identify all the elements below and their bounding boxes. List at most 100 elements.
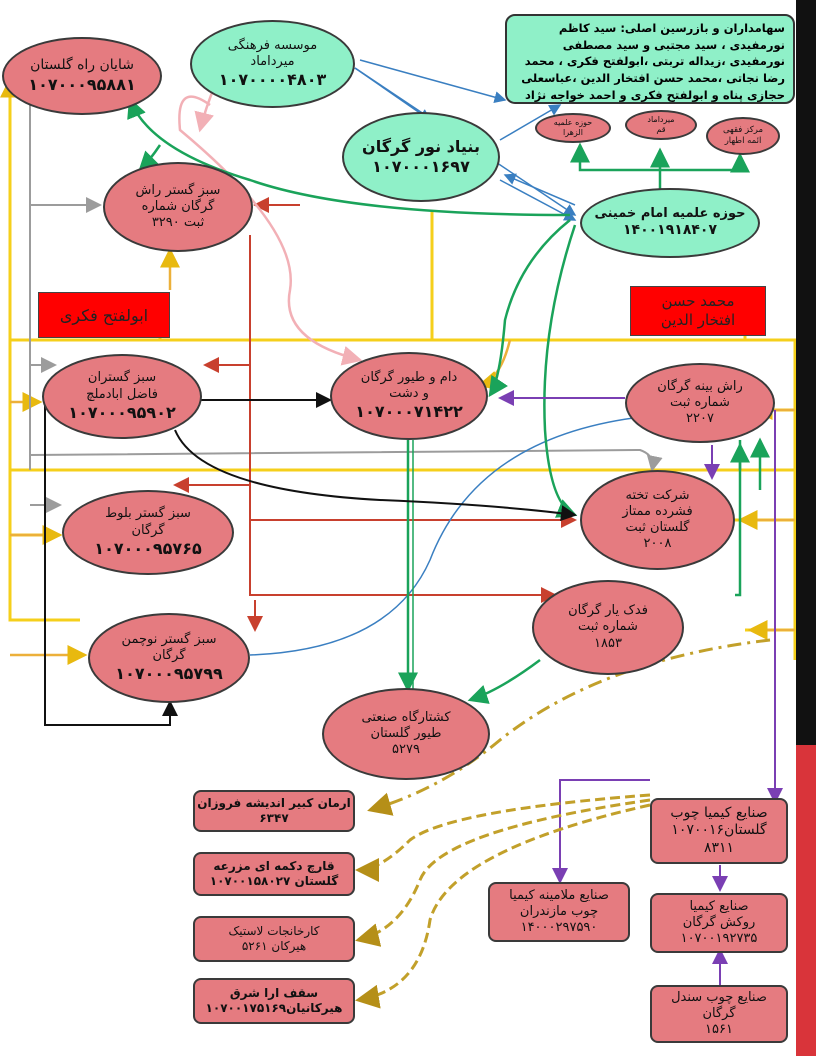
node-name: شایان راه گلستان: [30, 57, 134, 74]
node-name-line3: ۸۳۱۱: [703, 839, 735, 856]
node-name-line1: کشتارگاه صنعتی: [361, 709, 451, 725]
node-name-line2: قم: [656, 125, 666, 134]
node-name-line2: شماره ثبت: [578, 619, 638, 635]
node-name: قارچ دکمه ای مزرعه: [213, 859, 335, 873]
node-name-line2: هیرکان ۵۲۶۱: [241, 939, 307, 953]
node-name-line2: گرگان شماره: [141, 198, 215, 214]
node-name-line2: شماره ثبت: [670, 394, 730, 410]
node-id: گلستان ۱۰۷۰۰۱۵۸۰۲۷: [209, 874, 339, 888]
node-name-line2: فشرده ممتاز: [622, 503, 693, 519]
node-name-line2: ائمه اطهار: [724, 136, 762, 146]
shareholders-note-text: سهامداران و بازرسین اصلی: سید کاظم نورمف…: [521, 21, 785, 102]
green-arrows: [127, 97, 770, 704]
node-name-line1: موسسه فرهنگی: [227, 37, 318, 53]
node-mirdamad-institute: موسسه فرهنگی میرداماد ۱۰۷۰۰۰۰۴۸۰۳: [190, 20, 355, 108]
node-takhteh-fesh-mommtaz: شرکت تخته فشرده ممتاز گلستان ثبت ۲۰۰۸: [580, 470, 735, 570]
node-name-line2: گرگان: [131, 522, 165, 538]
node-choob-sandal: صنایع چوب سندل گرگان ۱۵۶۱: [650, 985, 788, 1043]
node-name-line3: ۱۸۵۳: [594, 635, 622, 651]
node-name-line2: الزهرا: [563, 128, 583, 137]
node-id: ۱۰۷۰۰۰۹۵۸۸۱: [28, 74, 136, 94]
node-name-line1: مرکز فقهی: [722, 125, 764, 136]
olive-dashed-arrows: [355, 638, 771, 1009]
node-hozeh-imam-khomeini: حوزه علمیه امام خمینی ۱۴۰۰۱۹۱۸۴۰۷: [580, 188, 760, 258]
right-edge-stripe: [796, 0, 816, 1056]
label-abolfath-fekri: ابولفتح فکری: [38, 292, 170, 338]
node-koshtargah-tiyur-golestan: کشتارگاه صنعتی طیور گلستان ۵۲۷۹: [322, 688, 490, 780]
node-name-line3: ۲۲۰۷: [686, 411, 714, 427]
node-name-line2: فاضل ابادملچ: [86, 386, 158, 402]
node-name-line1: سبز گستر بلوط: [105, 506, 191, 522]
shareholders-note: سهامداران و بازرسین اصلی: سید کاظم نورمف…: [505, 14, 795, 104]
node-shayan-rah-golestan: شایان راه گلستان ۱۰۷۰۰۰۹۵۸۸۱: [2, 37, 162, 115]
node-name-line1: سبز گستران: [87, 370, 157, 386]
purple-arrows: [498, 390, 783, 985]
node-sabz-gostar-rash: سبز گستر راش گرگان شماره ثبت ۳۲۹۰: [103, 162, 253, 252]
node-name-line2: میرداماد: [250, 54, 295, 69]
node-lastik-hirkan: کارخانجات لاستیک هیرکان ۵۲۶۱: [193, 916, 355, 962]
node-name-line1: صنایع چوب سندل: [671, 989, 767, 1005]
node-sabz-gostar-balut: سبز گستر بلوط گرگان ۱۰۷۰۰۰۹۵۷۶۵: [62, 490, 234, 575]
node-name-line1: دام و طیور گرگان: [360, 369, 458, 385]
node-name-line2: و دشت: [389, 386, 429, 401]
node-id: ۱۰۷۰۰۰۷۱۴۲۲: [355, 402, 463, 422]
node-id: ۱۰۷۰۰۱۹۲۷۳۵: [680, 931, 758, 947]
node-name-line1: شرکت تخته: [625, 487, 690, 503]
node-id: ۱۰۷۰۰۰۱۶۹۷: [372, 157, 470, 176]
node-dam-tiyur-gorgan: دام و طیور گرگان و دشت ۱۰۷۰۰۰۷۱۴۲۲: [330, 352, 488, 440]
node-name-line2: چوب مازندران: [519, 903, 599, 919]
gray-arrows: [29, 90, 663, 513]
node-name-line1: میرداماد: [647, 115, 675, 124]
node-name: ارمان کبیر اندیشه فروزان: [197, 796, 351, 810]
node-name-line4: ۲۰۰۸: [643, 536, 672, 552]
node-rash-bineh-gorgan: راش بینه گرگان شماره ثبت ۲۲۰۷: [625, 363, 775, 443]
node-name-line3: گلستان ثبت: [625, 520, 690, 535]
node-name-line2: گرگان: [702, 1005, 736, 1021]
node-sabz-gostaran-fazel: سبز گستران فاضل ابادملچ ۱۰۷۰۰۰۹۵۹۰۲: [42, 354, 202, 439]
node-name-line3: ثبت ۳۲۹۰: [151, 215, 205, 231]
label-eftekhar-line2: افتخار الدین: [660, 311, 736, 329]
node-id: ۱۰۷۰۰۰۹۵۷۹۹: [115, 664, 223, 684]
node-name-line2: روکش گرگان: [682, 914, 756, 930]
node-saqf-ara-shargh: سقف ارا شرق هیرکانیان۱۰۷۰۰۱۷۵۱۶۹: [193, 978, 355, 1024]
node-id: ۱۰۷۰۰۰۰۴۸۰۳: [218, 70, 327, 90]
node-name-line1: راش بینه گرگان: [657, 378, 743, 394]
node-name-line2: طیور گلستان: [370, 725, 442, 741]
label-eftekhar-line1: محمد حسن: [661, 291, 735, 310]
label-abolfath-text: ابولفتح فکری: [59, 305, 149, 325]
node-kimia-rokesh: صنایع کیمیا روکش گرگان ۱۰۷۰۰۱۹۲۷۳۵: [650, 893, 788, 953]
node-id: ۱۴۰۰۱۹۱۸۴۰۷: [623, 222, 717, 239]
node-name: حوزه علمیه امام خمینی: [594, 206, 746, 222]
stripe-black: [796, 0, 816, 745]
node-name-line1: کارخانجات لاستیک: [228, 924, 320, 938]
node-name-line1: حوزه علمیه: [553, 118, 593, 127]
node-id: ۶۳۴۷: [259, 811, 289, 825]
node-name-line3: ۵۲۷۹: [392, 742, 420, 758]
node-hozeh-alzahra: حوزه علمیه الزهرا: [535, 113, 611, 143]
node-bonyad-noor-gorgan: بنیاد نور گرگان ۱۰۷۰۰۰۱۶۹۷: [342, 112, 500, 202]
node-name-line1: صنایع کیمیا چوب: [670, 804, 768, 821]
node-kimia-choob-golestan: صنایع کیمیا چوب گلستان۱۰۷۰۰۱۶ ۸۳۱۱: [650, 798, 788, 864]
node-name-line1: صنایع کیمیا: [689, 898, 749, 914]
node-melamine-kimia: صنایع ملامینه کیمیا چوب مازندران ۱۴۰۰۰۲۹…: [488, 882, 630, 942]
node-sabz-gostar-nowchaman: سبز گستر نوچمن گرگان ۱۰۷۰۰۰۹۵۷۹۹: [88, 613, 250, 703]
node-fadak-yar-gorgan: فدک یار گرگان شماره ثبت ۱۸۵۳: [532, 580, 684, 675]
node-name: سقف ارا شرق: [229, 986, 319, 1000]
node-mirdamad-qom: میرداماد قم: [625, 110, 697, 140]
node-id: هیرکانیان۱۰۷۰۰۱۷۵۱۶۹: [205, 1001, 343, 1015]
node-id: ۱۰۷۰۰۰۹۵۷۶۵: [94, 538, 202, 558]
node-fiqh-center: مرکز فقهی ائمه اطهار: [706, 117, 780, 155]
node-arman-kabir: ارمان کبیر اندیشه فروزان ۶۳۴۷: [193, 790, 355, 832]
node-name-line1: فدک یار گرگان: [568, 603, 648, 619]
node-name: بنیاد نور گرگان: [362, 137, 480, 156]
node-name-line1: سبز گستر نوچمن: [121, 631, 217, 647]
node-name-line3: ۱۵۶۱: [705, 1022, 733, 1038]
node-qarch-dokmeh: قارچ دکمه ای مزرعه گلستان ۱۰۷۰۰۱۵۸۰۲۷: [193, 852, 355, 896]
node-id: ۱۰۷۰۰۰۹۵۹۰۲: [68, 402, 176, 422]
node-id: ۱۴۰۰۰۲۹۷۵۹۰: [520, 920, 598, 936]
node-name-line2: گلستان۱۰۷۰۰۱۶: [671, 822, 767, 839]
label-mohammad-hasan-eftekhar: محمد حسن افتخار الدین: [630, 286, 766, 336]
node-name-line1: سبز گستر راش: [135, 182, 221, 198]
node-name-line2: گرگان: [152, 648, 186, 663]
